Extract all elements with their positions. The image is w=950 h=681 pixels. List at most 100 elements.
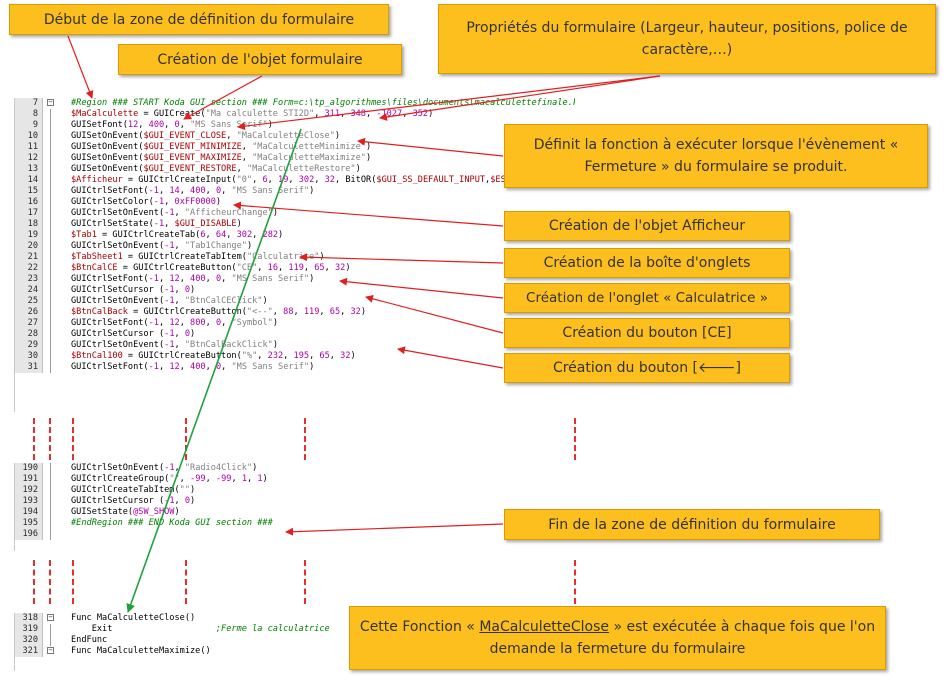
code-text: GUISetOnEvent($GUI_EVENT_MINIMIZE, "MaCa… bbox=[71, 142, 372, 152]
close-function-link: MaCalculetteClose bbox=[479, 619, 610, 635]
code-line: 196 bbox=[15, 529, 575, 540]
code-text: GUICtrlSetCursor (-1, 0) bbox=[71, 496, 196, 506]
fold-guide bbox=[45, 507, 59, 518]
fold-guide bbox=[45, 518, 59, 529]
code-line: 30 $BtnCal100 = GUICtrlCreateButton("%", … bbox=[15, 351, 575, 362]
code-line: 17 GUICtrlSetOnEvent(-1, "AfficheurChange… bbox=[15, 208, 575, 219]
code-text: GUISetState(@SW_SHOW) bbox=[71, 507, 180, 517]
fold-guide bbox=[45, 186, 59, 197]
fold-guide bbox=[45, 153, 59, 164]
fold-toggle-icon[interactable]: − bbox=[47, 646, 54, 654]
line-number: 190 bbox=[15, 463, 43, 474]
code-text: EndFunc bbox=[71, 635, 108, 645]
callout-fonction-fermeture: Définit la fonction à exécuter lorsque l… bbox=[504, 124, 928, 188]
code-line: 321− Func MaCalculetteMaximize() bbox=[15, 646, 575, 657]
code-text: Func MaCalculetteMaximize() bbox=[71, 646, 211, 656]
arrow-proprietes-2 bbox=[237, 75, 661, 131]
code-text: GUICtrlSetCursor (-1, 0) bbox=[71, 329, 196, 339]
callout-debut-zone: Début de la zone de définition du formul… bbox=[9, 4, 389, 35]
fold-guide bbox=[45, 362, 59, 373]
fold-toggle-icon[interactable]: − bbox=[47, 613, 54, 621]
line-number: 19 bbox=[15, 230, 43, 241]
code-text: GUICtrlSetOnEvent(-1, "Radio4Click") bbox=[71, 463, 258, 473]
callout-text: Début de la zone de définition du formul… bbox=[43, 11, 355, 28]
arrow-afficheur bbox=[233, 201, 504, 227]
line-number: 321 bbox=[15, 646, 43, 657]
fold-guide bbox=[45, 474, 59, 485]
code-line: 318− Func MaCalculetteClose() bbox=[15, 613, 575, 624]
code-text: $BtnCalBack = GUICtrlCreateButton("<--",… bbox=[71, 307, 367, 317]
code-line: 195#EndRegion ### END Koda GUI section #… bbox=[15, 518, 575, 529]
code-text: GUISetOnEvent($GUI_EVENT_CLOSE, "MaCalcu… bbox=[71, 131, 341, 141]
code-line: 26$BtnCalBack = GUICtrlCreateButton("<--… bbox=[15, 307, 575, 318]
fold-toggle-icon[interactable]: − bbox=[47, 98, 54, 106]
fold-guide bbox=[45, 624, 59, 635]
code-text: GUICtrlSetOnEvent(-1, "AfficheurChange") bbox=[71, 208, 279, 218]
callout-text: Fin de la zone de définition du formulai… bbox=[548, 516, 836, 533]
code-text: GUICtrlSetColor(-1, 0xFF0000) bbox=[71, 197, 222, 207]
fold-guide bbox=[45, 329, 59, 340]
line-number: 28 bbox=[15, 329, 43, 340]
callout-fin-zone: Fin de la zone de définition du formulai… bbox=[504, 509, 880, 540]
callout-text: Définit la fonction à exécuter lorsque l… bbox=[533, 137, 899, 175]
code-text: GUICtrlSetFont(-1, 12, 400, 0, "MS Sans … bbox=[71, 362, 315, 372]
fold-guide bbox=[45, 120, 59, 131]
fold-guide bbox=[45, 296, 59, 307]
callout-calculatrice: Création de l'onglet « Calculatrice » bbox=[504, 283, 790, 313]
line-number: 320 bbox=[15, 635, 43, 646]
line-number: 17 bbox=[15, 208, 43, 219]
code-line: 320 EndFunc bbox=[15, 635, 575, 646]
code-text: $Tab1 = GUICtrlCreateTab(6, 64, 302, 282… bbox=[71, 230, 284, 240]
line-number: 31 bbox=[15, 362, 43, 373]
code-text: Func MaCalculetteClose() bbox=[71, 613, 196, 623]
code-text: $BtnCal100 = GUICtrlCreateButton("%", 23… bbox=[71, 351, 356, 361]
code-text: GUICtrlSetFont(-1, 12, 400, 0, "MS Sans … bbox=[71, 274, 315, 284]
code-text: GUICtrlSetOnEvent(-1, "BtnCalBackClick") bbox=[71, 340, 279, 350]
fold-guide bbox=[45, 208, 59, 219]
callout-text: Propriétés du formulaire (Largeur, haute… bbox=[466, 20, 908, 58]
fold-guide bbox=[45, 175, 59, 186]
line-number: 10 bbox=[15, 131, 43, 142]
code-text: $TabSheet1 = GUICtrlCreateTabItem("Calcu… bbox=[71, 252, 325, 262]
line-number: 195 bbox=[15, 518, 43, 529]
arrow-onglets bbox=[299, 253, 504, 264]
callout-onglets: Création de la boîte d'onglets bbox=[504, 248, 790, 278]
code-line: 190 GUICtrlSetOnEvent(-1, "Radio4Click") bbox=[15, 463, 575, 474]
fold-guide bbox=[45, 274, 59, 285]
code-text: $BtnCalCE = GUICtrlCreateButton("CE", 16… bbox=[71, 263, 351, 273]
line-number: 196 bbox=[15, 529, 43, 540]
line-number: 24 bbox=[15, 285, 43, 296]
arrow-calculatrice bbox=[339, 277, 504, 299]
line-number: 11 bbox=[15, 142, 43, 153]
line-number: 21 bbox=[15, 252, 43, 263]
callout-bouton-ce: Création du bouton [CE] bbox=[504, 318, 790, 348]
arrow-proprietes-1 bbox=[379, 75, 661, 121]
fold-guide bbox=[45, 241, 59, 252]
fold-guide bbox=[45, 109, 59, 120]
fold-guide bbox=[45, 197, 59, 208]
line-number: 18 bbox=[15, 219, 43, 230]
code-line: 23 GUICtrlSetFont(-1, 12, 400, 0, "MS San… bbox=[15, 274, 575, 285]
callout-text: Création de la boîte d'onglets bbox=[543, 255, 751, 271]
line-number: 318 bbox=[15, 613, 43, 624]
code-line: 11 GUISetOnEvent($GUI_EVENT_MINIMIZE, "Ma… bbox=[15, 142, 575, 153]
code-line: 31 GUICtrlSetFont(-1, 12, 400, 0, "MS San… bbox=[15, 362, 575, 373]
fold-guide bbox=[45, 131, 59, 142]
line-number: 319 bbox=[15, 624, 43, 635]
line-number: 23 bbox=[15, 274, 43, 285]
line-number: 30 bbox=[15, 351, 43, 362]
fold-guide bbox=[45, 219, 59, 230]
fold-guide bbox=[45, 307, 59, 318]
arrow-fin-zone bbox=[285, 523, 504, 536]
